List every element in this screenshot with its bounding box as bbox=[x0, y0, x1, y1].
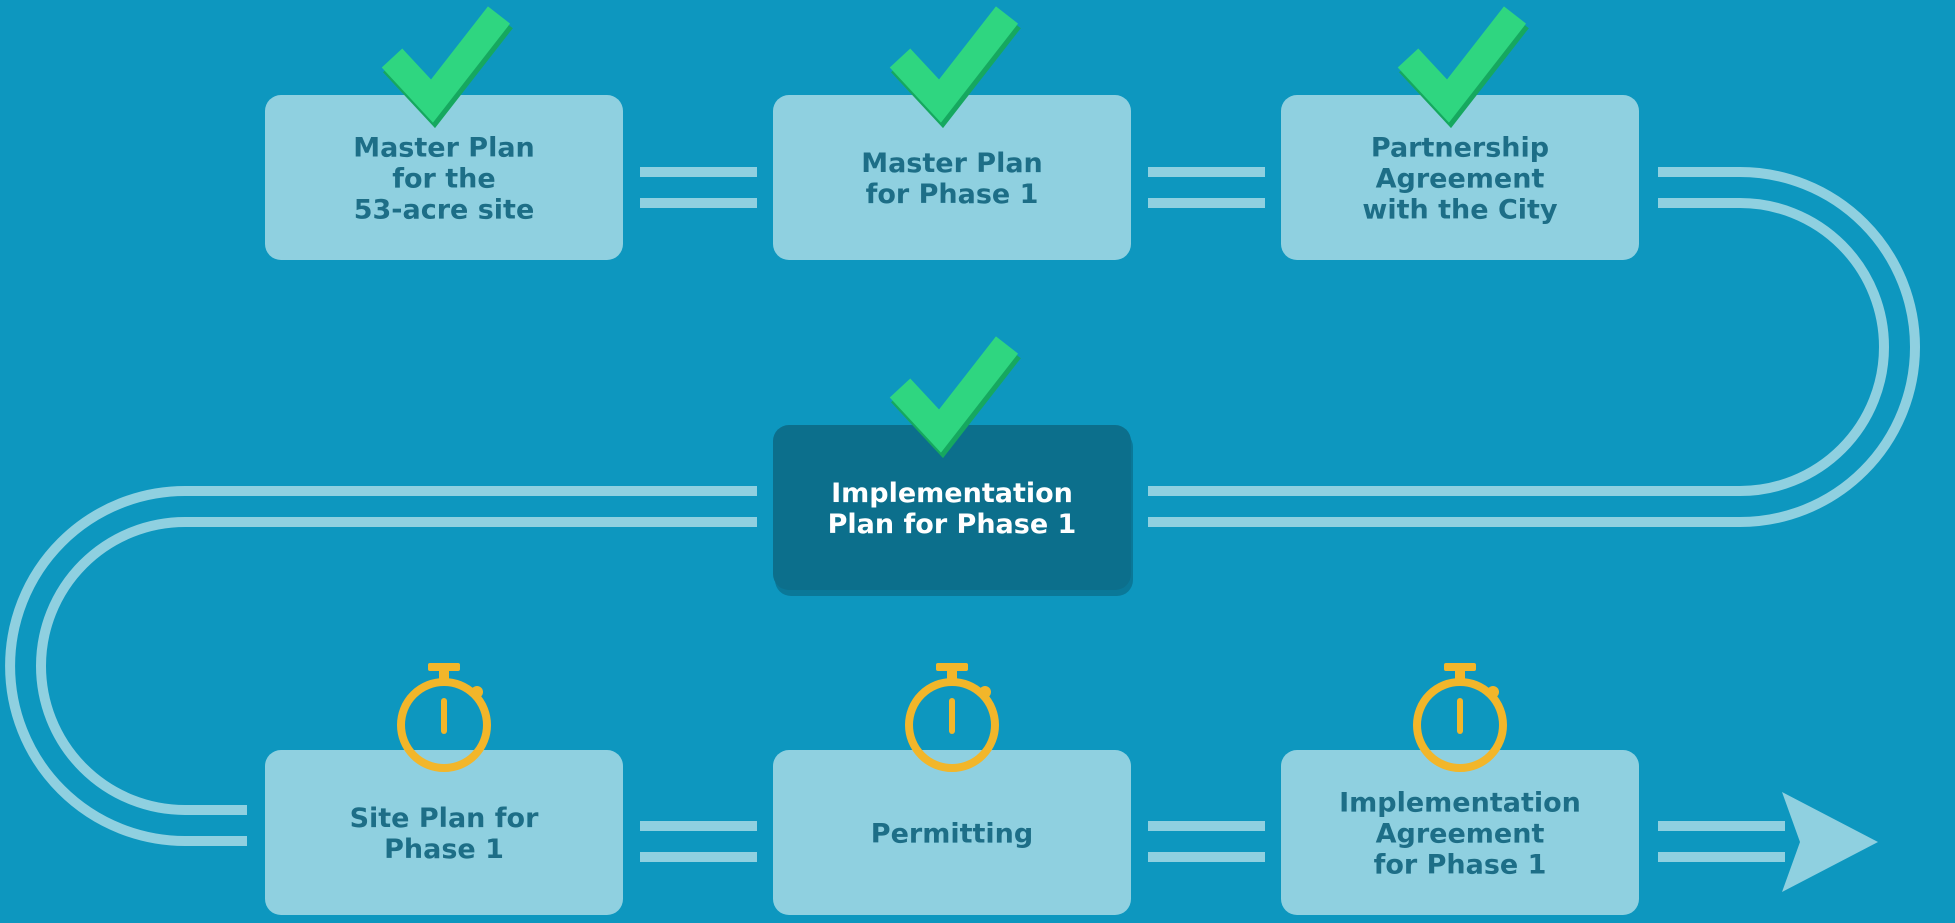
box-label-line: for Phase 1 bbox=[1374, 850, 1547, 881]
connectors bbox=[5, 167, 1920, 862]
stopwatch-icon bbox=[397, 663, 491, 772]
box-label-line: Partnership bbox=[1371, 133, 1549, 164]
stopwatch-icon bbox=[1413, 663, 1507, 772]
box-label-line: for Phase 1 bbox=[866, 179, 1039, 210]
connector-4-5-outer bbox=[5, 486, 757, 846]
connector-6-7 bbox=[1148, 821, 1265, 862]
box-label-line: Master Plan bbox=[353, 133, 535, 164]
connector-2-3 bbox=[1148, 167, 1265, 208]
box-label-line: Implementation bbox=[831, 478, 1073, 509]
connector-3-4-inner bbox=[1148, 198, 1889, 496]
box-label-line: Master Plan bbox=[861, 148, 1043, 179]
box-label-line: Permitting bbox=[871, 819, 1033, 850]
stopwatch-icon bbox=[905, 663, 999, 772]
connector-1-2 bbox=[640, 167, 757, 208]
box-label-line: Phase 1 bbox=[384, 834, 504, 865]
status-icons bbox=[381, 6, 1529, 772]
check-icon bbox=[381, 6, 513, 129]
box-label-line: 53-acre site bbox=[354, 195, 535, 226]
check-icon bbox=[1397, 6, 1529, 129]
process-box-permitting: Permitting bbox=[773, 750, 1131, 915]
connector-tail bbox=[1658, 821, 1785, 862]
connector-5-6 bbox=[640, 821, 757, 862]
box-label-line: Plan for Phase 1 bbox=[828, 509, 1077, 540]
arrow-right-icon bbox=[1782, 792, 1878, 892]
box-label-line: for the bbox=[392, 164, 495, 195]
connector-3-4-outer bbox=[1148, 167, 1920, 527]
check-icon bbox=[889, 336, 1021, 459]
box-label-line: Agreement bbox=[1376, 164, 1545, 195]
box-label-line: Agreement bbox=[1376, 819, 1545, 850]
box-label-line: with the City bbox=[1362, 195, 1558, 226]
box-label-line: Site Plan for bbox=[350, 803, 540, 834]
box-label-line: Implementation bbox=[1339, 788, 1581, 819]
connector-4-5-inner bbox=[36, 517, 757, 815]
check-icon bbox=[889, 6, 1021, 129]
